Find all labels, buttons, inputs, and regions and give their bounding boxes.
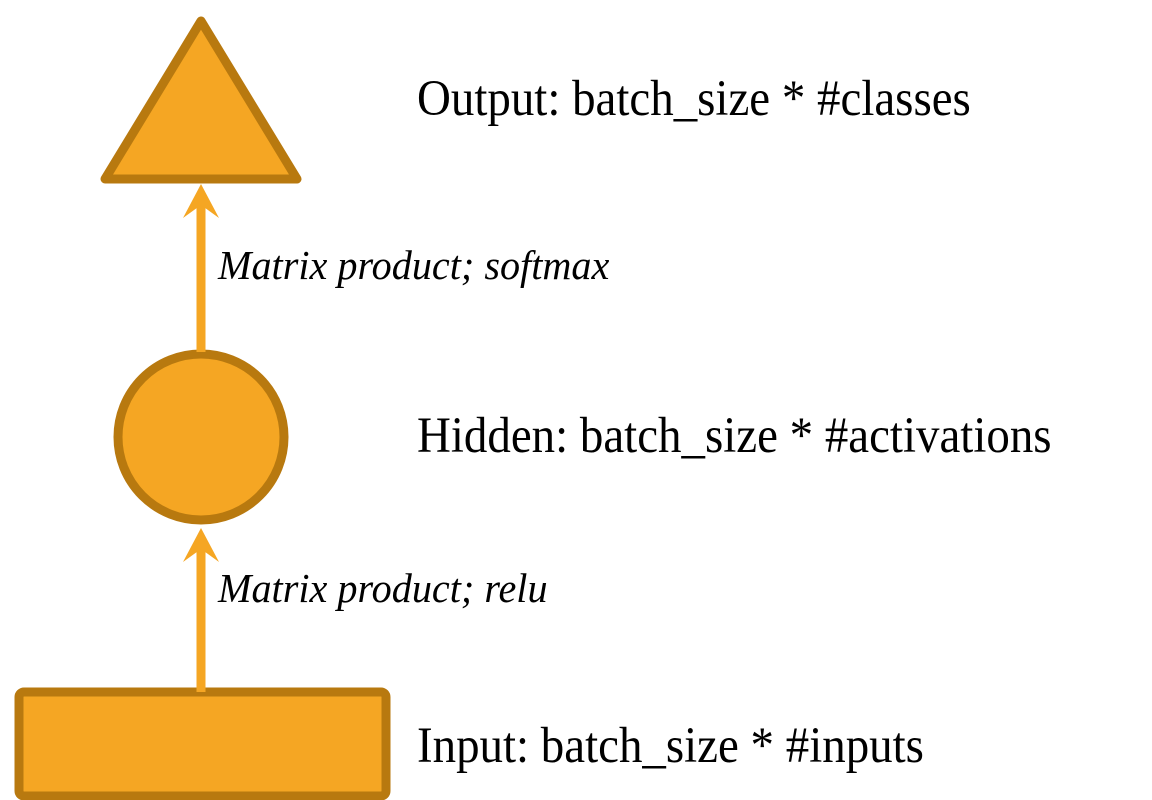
output-layer-label: Output: batch_size * #classes [417, 71, 971, 127]
hidden-layer-circle[interactable] [113, 349, 289, 525]
output-layer-triangle[interactable] [100, 16, 302, 184]
input-layer-rectangle[interactable] [14, 687, 391, 800]
edge-label-input-to-hidden: Matrix product; relu [218, 565, 548, 611]
input-layer-label: Input: batch_size * #inputs [417, 718, 924, 774]
arrow-hidden-to-output [183, 184, 219, 352]
arrow-input-to-hidden [183, 528, 219, 692]
edge-label-hidden-to-output: Matrix product; softmax [218, 242, 610, 288]
hidden-layer-label: Hidden: batch_size * #activations [417, 408, 1052, 464]
